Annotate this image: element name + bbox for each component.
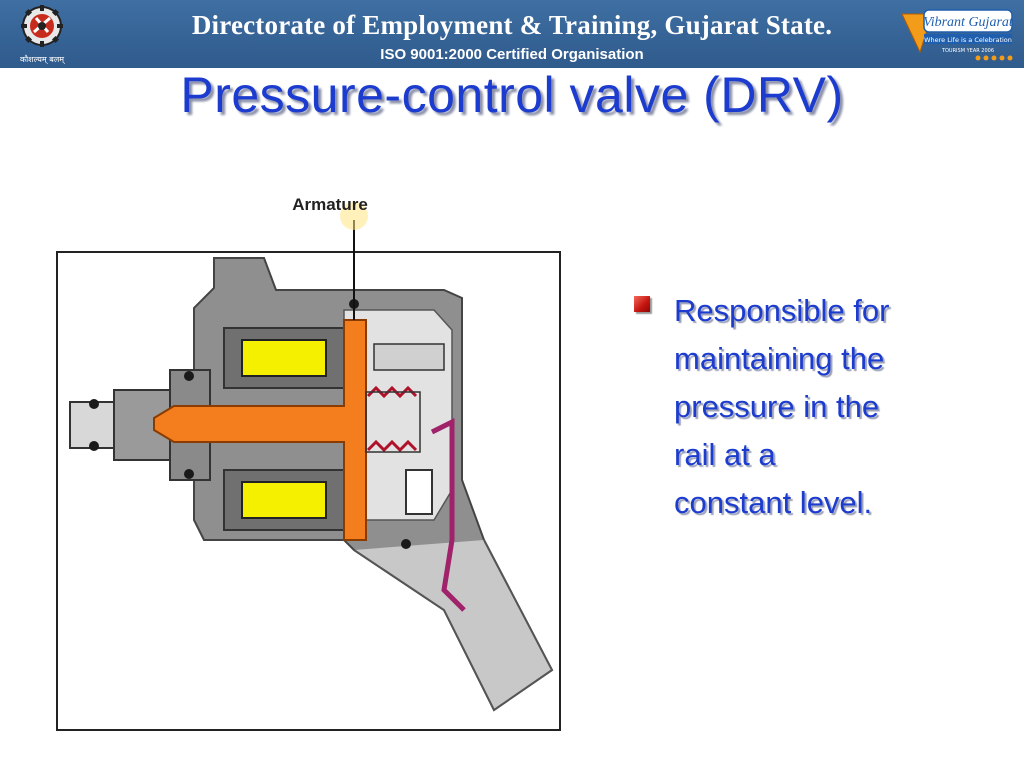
logo-caption: कौशल्यम् बलम्	[19, 55, 65, 64]
certification-subtitle: ISO 9001:2000 Certified Organisation	[380, 46, 644, 63]
organisation-title: Directorate of Employment & Training, Gu…	[191, 10, 833, 40]
header-banner: कौशल्यम् बलम् Directorate of Employment …	[0, 0, 1024, 68]
vibrant-gujarat-logo: Vibrant Gujarat Where Life is a Celebrat…	[898, 6, 1016, 64]
slide-title: Pressure-control valve (DRV)	[180, 67, 844, 123]
logo-year: TOURISM YEAR 2006	[941, 48, 994, 54]
institute-logo: कौशल्यम् बलम्	[20, 4, 64, 64]
logo-tagline: Where Life is a Celebration	[924, 36, 1012, 44]
bullet-item: Responsible for maintaining the pressure…	[674, 293, 890, 520]
drv-cross-section-diagram: Armature	[54, 180, 566, 736]
armature-label: Armature	[292, 195, 368, 214]
bullet-square-icon	[634, 296, 650, 312]
vibrant-gujarat-text: Vibrant Gujarat	[923, 15, 1014, 30]
gear-emblem-icon	[21, 5, 63, 47]
